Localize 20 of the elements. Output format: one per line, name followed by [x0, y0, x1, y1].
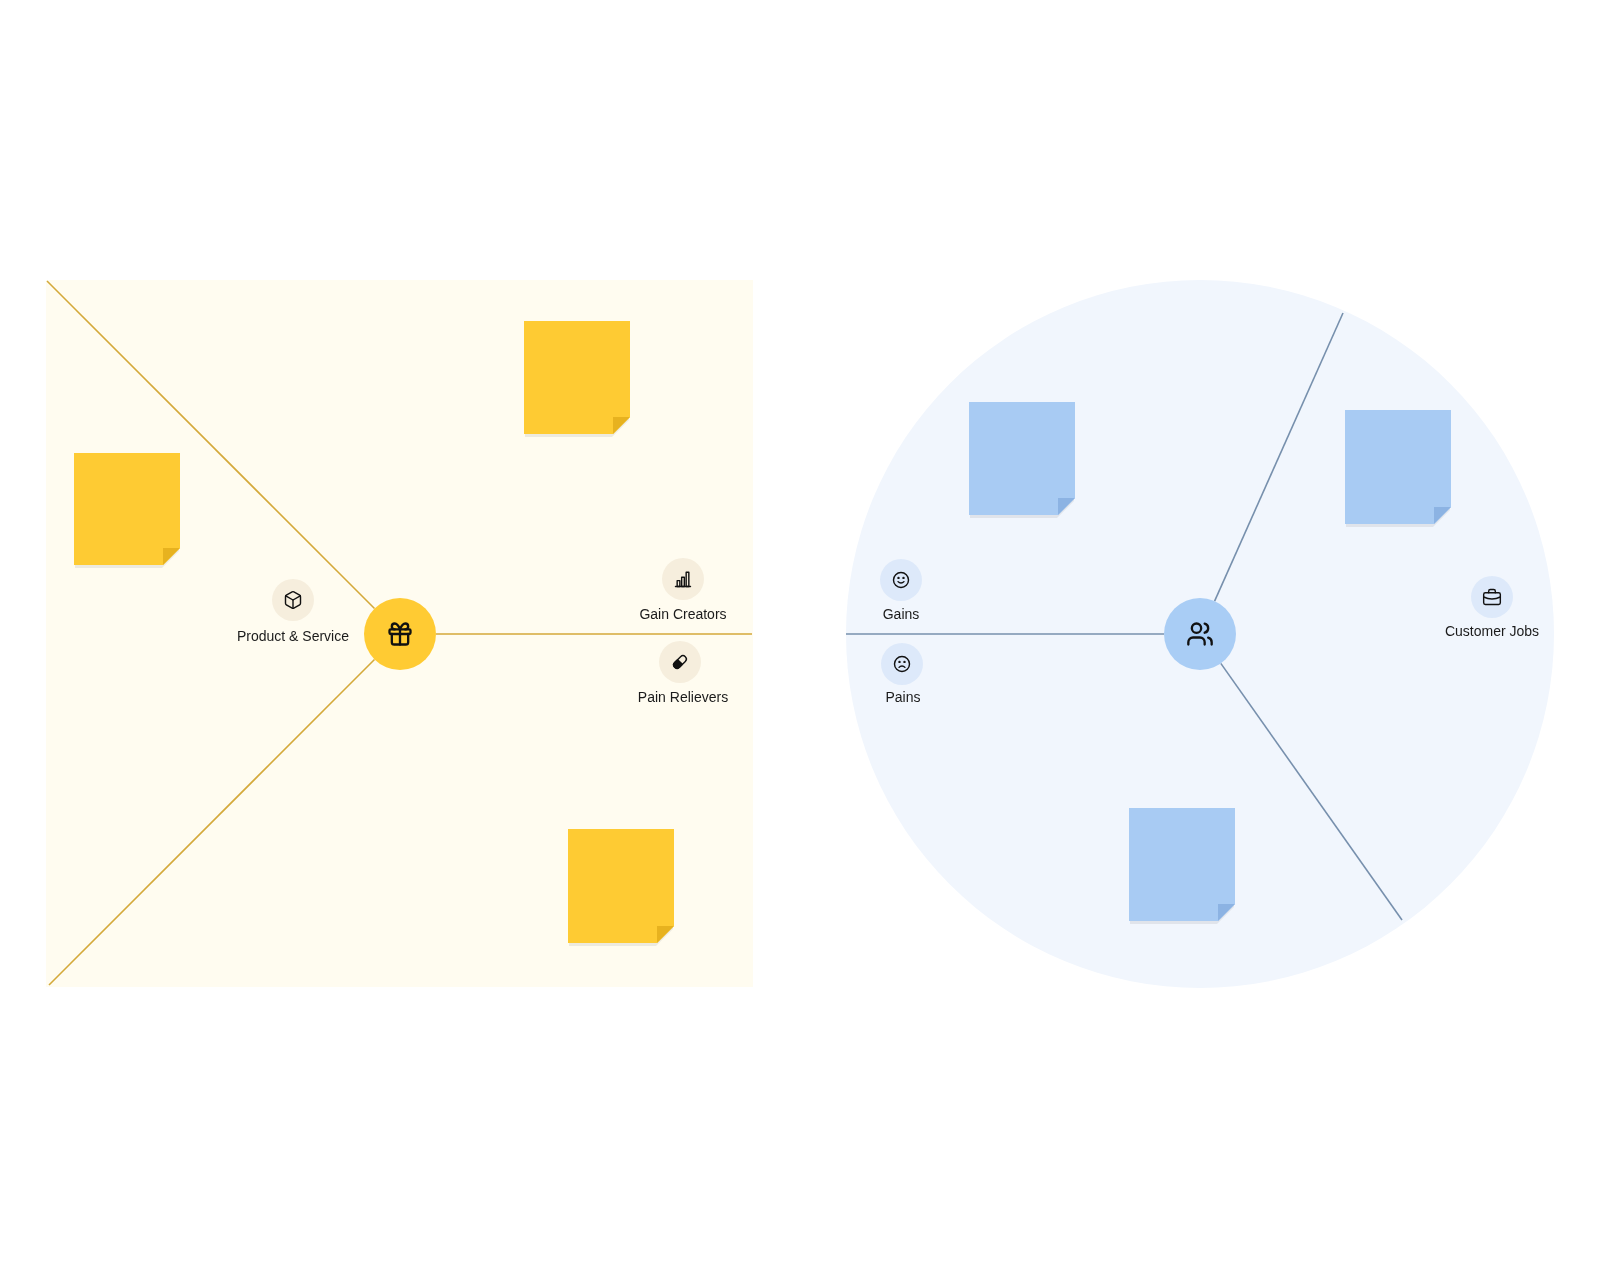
section-label: Pain Relievers — [637, 688, 729, 706]
divider-line — [46, 280, 376, 610]
section-label: Pains — [885, 688, 921, 706]
divider-line — [845, 633, 1165, 635]
sticky-note — [1345, 410, 1451, 528]
sticky-note — [1129, 808, 1235, 925]
sticky-note — [74, 453, 180, 569]
sticky-note — [524, 321, 630, 438]
hub-circle — [364, 598, 436, 670]
sticky-note — [568, 829, 674, 947]
section-label: Customer Jobs — [1444, 622, 1540, 640]
divider-line — [1213, 312, 1344, 602]
section-label: Gain Creators — [639, 605, 727, 623]
section-label: Gains — [882, 605, 920, 623]
divider-line — [1220, 662, 1403, 921]
sticky-note — [969, 402, 1075, 519]
divider-line — [435, 633, 753, 635]
panel — [46, 280, 753, 987]
section-label: Product & Service — [236, 627, 350, 645]
divider-line — [48, 658, 376, 986]
